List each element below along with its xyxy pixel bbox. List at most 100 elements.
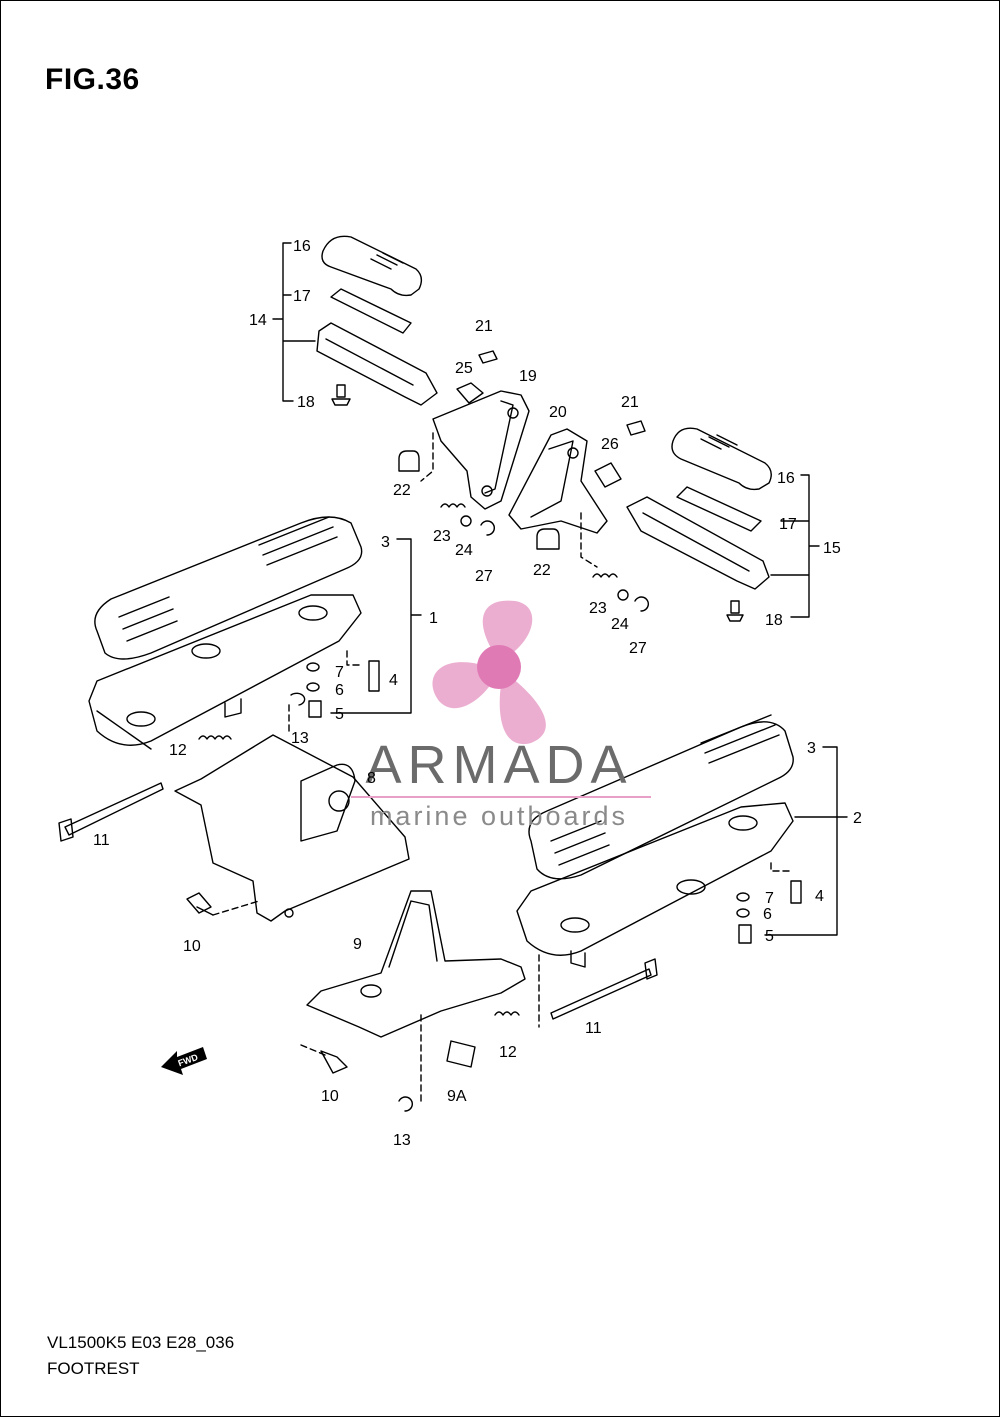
callout-24-right: 24 (611, 616, 629, 633)
footpeg-plate-right (676, 486, 762, 532)
figure-title: FIG.36 (45, 63, 140, 96)
floorboard-bracket-8 (174, 734, 410, 922)
callout-23-right: 23 (589, 600, 607, 617)
footrest-holder-19 (432, 390, 530, 510)
washer-6-left (306, 682, 320, 692)
rider-footpeg-rubber-left (321, 235, 423, 297)
clip-13-right (398, 1096, 413, 1112)
callout-27-left: 27 (475, 568, 493, 585)
callout-12-right: 12 (499, 1044, 517, 1061)
bolt-5-right (738, 924, 752, 944)
bracket-1-3-left (330, 538, 422, 714)
bolt-4-right (790, 880, 802, 904)
callout-18-right: 18 (765, 612, 783, 629)
spring-12-left (198, 735, 232, 740)
bracket-15 (770, 474, 820, 618)
callout-7-left: 7 (335, 664, 344, 681)
callout-14: 14 (249, 312, 267, 329)
callout-labels: 16 17 14 18 21 25 19 22 23 24 27 20 21 2… (93, 238, 862, 1149)
fwd-arrow-badge: FWD (161, 1047, 207, 1075)
bolt-21-left (478, 350, 498, 364)
plate-9a (446, 1040, 476, 1068)
callout-10-right: 10 (321, 1088, 339, 1105)
footpeg-bracket-left (316, 322, 438, 406)
ball-24-right (617, 589, 629, 601)
ball-24-left (460, 515, 472, 527)
callout-17-right: 17 (779, 516, 797, 533)
pin-22-right (536, 528, 560, 550)
bracket-2-3-right (764, 746, 848, 936)
callout-5-left: 5 (335, 706, 344, 723)
callout-26: 26 (601, 436, 619, 453)
callout-13-right: 13 (393, 1132, 411, 1149)
floorboard-rubber-left (94, 516, 363, 660)
footpeg-plate-left (330, 288, 412, 334)
callout-3-right: 3 (807, 740, 816, 757)
callout-24-left: 24 (455, 542, 473, 559)
clip-27-left (480, 520, 495, 536)
callout-13-left: 13 (291, 730, 309, 747)
callout-11-left: 11 (93, 832, 110, 849)
logo-blade-bottom (499, 677, 546, 745)
bracket-14 (272, 242, 316, 402)
callout-8: 8 (367, 770, 376, 787)
spring-23-right (592, 573, 618, 578)
callout-20: 20 (549, 404, 567, 421)
spacer-hidden (763, 747, 847, 935)
watermark-brand: ARMADA (365, 735, 632, 795)
floorboard-plate-right (516, 802, 794, 968)
footpeg-bolt-right (726, 600, 744, 622)
bolt-4-left (368, 660, 380, 692)
callout-2: 2 (853, 810, 862, 827)
bolt-10-right (320, 1050, 348, 1074)
callout-10-left: 10 (183, 938, 201, 955)
plate-26 (594, 462, 622, 488)
bolt-10-left (186, 892, 214, 916)
callout-21-left: 21 (475, 318, 493, 335)
callout-6-left: 6 (335, 682, 344, 699)
floorboard-bracket-9 (306, 890, 526, 1038)
callout-1: 1 (429, 610, 438, 627)
callout-22-left: 22 (393, 482, 411, 499)
assembly-guide-lines (212, 512, 792, 1102)
plate-25 (456, 382, 484, 404)
callout-18-left: 18 (297, 394, 315, 411)
footpeg-bolt-left (331, 384, 351, 406)
logo-hub (477, 645, 521, 689)
callout-15: 15 (823, 540, 841, 557)
washer-7-left (306, 662, 320, 672)
callout-21-right: 21 (621, 394, 639, 411)
callout-22-right: 22 (533, 562, 551, 579)
footpeg-bracket-right (626, 496, 770, 590)
footrest-holder-20 (508, 428, 608, 534)
callout-4-left: 4 (389, 672, 398, 689)
callout-19: 19 (519, 368, 537, 385)
callout-12-left: 12 (169, 742, 187, 759)
callout-5-right: 5 (765, 928, 774, 945)
callout-9: 9 (353, 936, 362, 953)
callout-3-left: 3 (381, 534, 390, 551)
bolt-5-left (308, 700, 322, 718)
pin-22-left (398, 450, 420, 472)
section-name: FOOTREST (47, 1359, 140, 1378)
washer-7-right (736, 892, 750, 902)
armada-logo (432, 600, 546, 745)
guide-line-19 (420, 432, 434, 482)
shaft-11-right (550, 958, 658, 1020)
callout-9a: 9A (447, 1088, 467, 1105)
clip-13-left (290, 692, 306, 706)
callout-7-right: 7 (765, 890, 774, 907)
model-code: VL1500K5 E03 E28_036 (47, 1333, 235, 1352)
washer-6-right (736, 908, 750, 918)
callout-25: 25 (455, 360, 473, 377)
callout-11-right: 11 (585, 1020, 602, 1037)
callout-6-right: 6 (763, 906, 772, 923)
callout-16-left: 16 (293, 238, 311, 255)
rider-footpeg-rubber-right (671, 427, 772, 491)
bolt-21-right (626, 420, 646, 436)
shaft-11-left (58, 782, 164, 842)
callout-16-right: 16 (777, 470, 795, 487)
callout-4-right: 4 (815, 888, 824, 905)
